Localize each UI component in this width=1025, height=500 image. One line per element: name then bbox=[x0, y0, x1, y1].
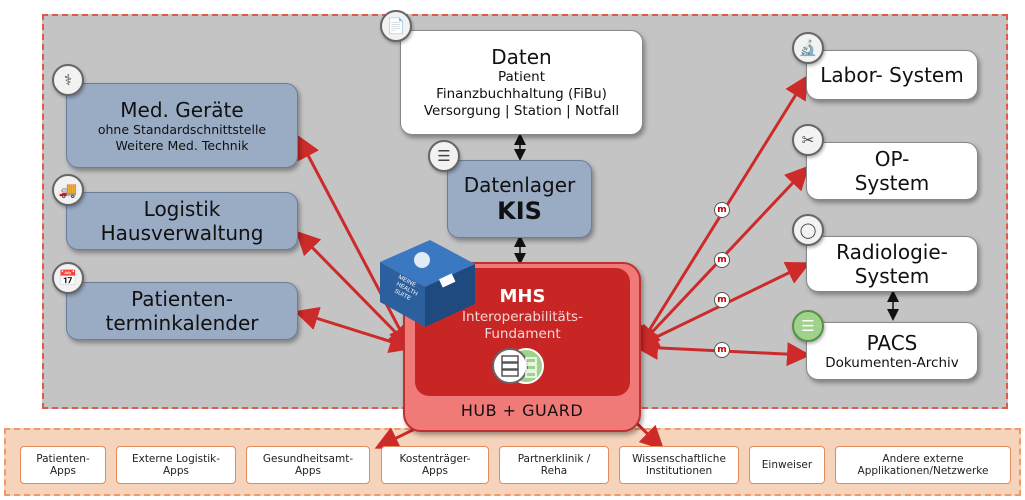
bottom-item-line: Patienten- bbox=[36, 453, 90, 465]
med-geraete-line-2: Weitere Med. Technik bbox=[115, 137, 249, 153]
daten-title: Daten bbox=[491, 45, 552, 69]
patiententerminkalender-box: Patienten- terminkalender bbox=[66, 282, 298, 340]
mhs-badge-icon: m bbox=[714, 252, 730, 268]
bottom-item-line: Apps bbox=[422, 465, 448, 477]
op-line-2: System bbox=[854, 171, 930, 195]
mri-scanner-icon: ◯ bbox=[792, 214, 824, 246]
bottom-item-line: Apps bbox=[295, 465, 321, 477]
daten-line-2: Finanzbuchhaltung (FiBu) bbox=[436, 86, 607, 102]
datenlager-kis-box: Datenlager KIS bbox=[447, 160, 592, 238]
op-line-1: OP- bbox=[874, 147, 910, 171]
op-system-box: OP- System bbox=[806, 142, 978, 200]
archive-server-icon: ☰ bbox=[792, 310, 824, 342]
radiologie-line-2: System bbox=[854, 264, 930, 288]
logistik-line-2: Hausverwaltung bbox=[100, 221, 264, 245]
pacs-box: PACS Dokumenten-Archiv bbox=[806, 322, 978, 380]
pacs-title: PACS bbox=[866, 331, 918, 355]
radiologie-system-box: Radiologie- System bbox=[806, 236, 978, 292]
mhs-line-1: Interoperabilitäts- bbox=[462, 309, 583, 325]
product-box-image: MEINE HEALTH SUITE bbox=[380, 240, 475, 327]
bottom-item-line: Gesundheitsamt- bbox=[262, 453, 354, 465]
datenlager-title: Datenlager bbox=[463, 173, 576, 197]
bottom-item-patienten-apps: Patienten-Apps bbox=[20, 446, 106, 484]
microscope-icon: 🔬 bbox=[792, 32, 824, 64]
med-geraete-line-1: ohne Standardschnittstelle bbox=[97, 121, 267, 137]
labor-title: Labor- System bbox=[820, 63, 964, 87]
bottom-item-line: Apps bbox=[163, 465, 189, 477]
bottom-item-line: Institutionen bbox=[645, 465, 713, 477]
documents-icon: 📄 bbox=[380, 10, 412, 42]
kis-label: KIS bbox=[497, 197, 542, 225]
daten-line-1: Patient bbox=[497, 69, 545, 85]
hand-truck-icon: 🚚 bbox=[52, 174, 84, 206]
medical-device-icon: ⚕ bbox=[52, 64, 84, 96]
mhs-badge-icon: m bbox=[714, 202, 730, 218]
daten-box: Daten Patient Finanzbuchhaltung (FiBu) V… bbox=[400, 30, 643, 135]
labor-system-box: Labor- System bbox=[806, 50, 978, 100]
calendar-clock-icon: 📅 bbox=[52, 262, 84, 294]
bottom-item-line: Partnerklinik / bbox=[517, 453, 591, 465]
bottom-item-externe-logistik: Externe Logistik-Apps bbox=[116, 446, 236, 484]
mhs-badge-icon: m bbox=[714, 342, 730, 358]
bottom-item-line: Einweiser bbox=[761, 459, 813, 471]
mhs-title: MHS bbox=[499, 286, 546, 307]
bottom-item-line: Applikationen/Netzwerke bbox=[857, 465, 989, 477]
bottom-item-line: Reha bbox=[540, 465, 568, 477]
bottom-item-kostentraeger: Kostenträger-Apps bbox=[381, 446, 489, 484]
mhs-badge-icon: m bbox=[714, 292, 730, 308]
bottom-item-gesundheitsamt: Gesundheitsamt-Apps bbox=[246, 446, 370, 484]
bottom-item-partnerklinik: Partnerklinik /Reha bbox=[499, 446, 609, 484]
bottom-item-einweiser: Einweiser bbox=[749, 446, 825, 484]
hub-guard-label: HUB + GUARD bbox=[460, 401, 584, 420]
arrow-patiententermin bbox=[294, 306, 414, 354]
daten-line-3: Versorgung | Station | Notfall bbox=[423, 103, 620, 119]
pacs-subtitle: Dokumenten-Archiv bbox=[825, 355, 959, 371]
bottom-item-line: Kostenträger- bbox=[399, 453, 471, 465]
bottom-item-line: Externe Logistik- bbox=[131, 453, 221, 465]
scalpel-icon: ✂ bbox=[792, 124, 824, 156]
mhs-line-2: Fundament bbox=[484, 326, 561, 342]
radiologie-line-1: Radiologie- bbox=[836, 240, 948, 264]
logistik-box: Logistik Hausverwaltung bbox=[66, 192, 298, 250]
bottom-item-line: Andere externe bbox=[882, 453, 964, 465]
patienten-line-2: terminkalender bbox=[105, 311, 259, 335]
patienten-line-1: Patienten- bbox=[131, 287, 233, 311]
logistik-line-1: Logistik bbox=[143, 197, 221, 221]
med-geraete-box: Med. Geräte ohne Standardschnittstelle W… bbox=[66, 83, 298, 168]
bottom-item-line: Wissenschaftliche bbox=[632, 453, 726, 465]
mhs-database-icon bbox=[492, 348, 544, 384]
med-geraete-title: Med. Geräte bbox=[120, 97, 244, 122]
bottom-item-line: Apps bbox=[50, 465, 76, 477]
server-icon: ☰ bbox=[428, 140, 460, 172]
